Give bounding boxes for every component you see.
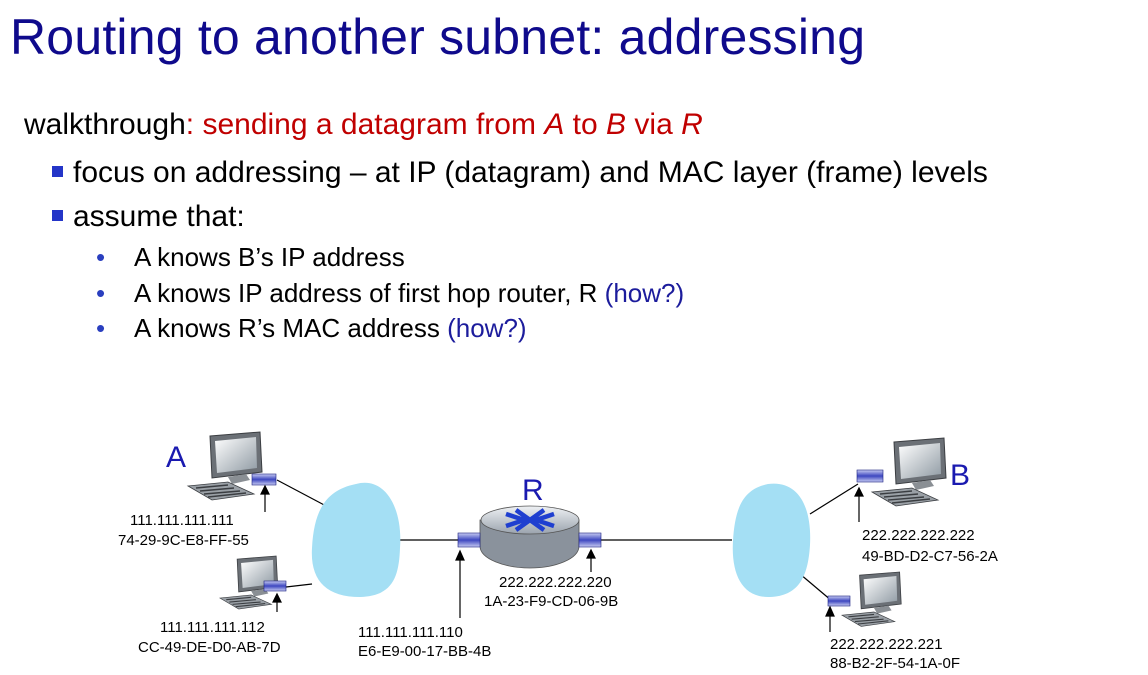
host-b-mac: 49-BD-D2-C7-56-2A [862,548,998,565]
router-right-ip: 222.222.222.220 [499,574,612,591]
host-a-ip: 111.111.111.111 [130,512,234,529]
square-bullet-icon [52,210,63,221]
sub-bullet: • A knows IP address of first hop router,… [96,278,684,309]
host-b2-nic-icon [827,595,851,607]
walkthrough-b: B [606,108,627,141]
dot-bullet-icon: • [96,313,106,343]
bullet-focus: focus on addressing – at IP (datagram) a… [52,156,988,190]
host-a2-ip: 111.111.111.112 [160,619,265,636]
router-left-mac: E6-E9-00-17-BB-4B [358,643,491,660]
router-right-nic-icon [578,532,602,548]
link-b2 [799,573,833,602]
walkthrough-colon: : [185,108,195,141]
host-a-computer-icon [187,431,263,501]
router-left-nic-icon [457,532,481,548]
sub-bullet-text: A knows IP address of first hop router, … [134,278,598,308]
walkthrough-prefix: walkthrough [24,108,186,141]
right-subnet-cloud [732,483,811,598]
host-a-mac: 74-29-9C-E8-FF-55 [118,532,249,549]
host-b-ip: 222.222.222.222 [862,527,975,544]
host-a2-mac: CC-49-DE-D0-AB-7D [138,639,281,656]
host-a-label: A [166,441,186,474]
host-b-label: B [950,459,970,492]
walkthrough-r: R [681,108,703,141]
sub-bullet: • A knows B’s IP address [96,242,405,273]
dot-bullet-icon: • [96,278,106,308]
dot-bullet-icon: • [96,242,106,272]
sub-bullet: • A knows R’s MAC address (how?) [96,313,527,344]
host-b2-computer-icon [841,571,902,627]
pointer-arrows [260,484,864,632]
link-a [276,479,329,508]
host-a2-nic-icon [263,580,287,592]
sub-bullet-text: A knows R’s MAC address [134,313,440,343]
link-b [809,483,859,515]
host-b2-mac: 88-B2-2F-54-1A-0F [830,655,960,672]
bullet-assume: assume that: [52,200,245,234]
router-left-ip: 111.111.111.110 [358,624,463,641]
walkthrough-line: walkthrough: sending a datagram from A t… [24,108,703,142]
bullet-text: assume that: [73,200,245,233]
walkthrough-sending: sending a datagram from [202,108,536,141]
square-bullet-icon [52,166,63,177]
host-a-nic-icon [251,473,277,486]
sub-bullet-note: (how?) [447,313,527,343]
walkthrough-a: A [544,108,565,141]
left-subnet-cloud [311,482,401,597]
host-b-nic-icon [856,469,884,483]
bullet-text: focus on addressing – at IP (datagram) a… [73,156,988,189]
router-right-mac: 1A-23-F9-CD-06-9B [484,593,618,610]
sub-bullet-text: A knows B’s IP address [134,242,405,272]
walkthrough-to: to [572,108,598,141]
router-icon [479,505,580,569]
sub-bullet-note: (how?) [604,278,685,308]
router-label: R [522,474,544,507]
link-a2 [285,583,313,588]
walkthrough-via: via [634,108,673,141]
page-title: Routing to another subnet: addressing [10,9,866,65]
host-b2-ip: 222.222.222.221 [830,636,943,653]
